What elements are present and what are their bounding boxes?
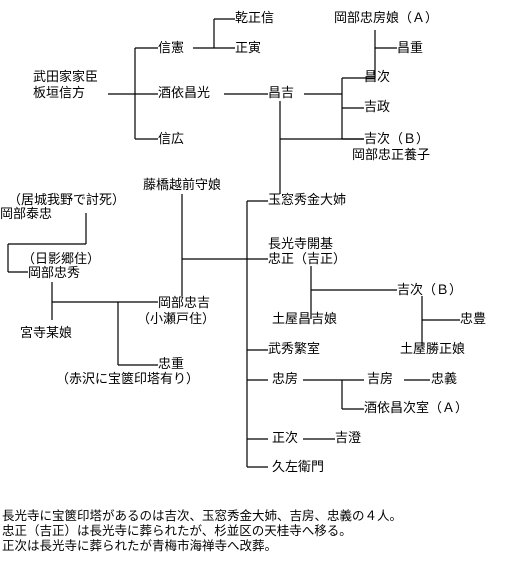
footnote-1: 長光寺に宝篋印塔があるのは吉次、玉窓秀金大姉、吉房、忠義の４人。 — [2, 508, 403, 523]
person-tsuchiya-masayoshi-daughter: 土屋昌吉娘 — [272, 312, 338, 327]
note-died-at-kinuno: （居城我野で討死） — [8, 193, 126, 208]
person-okabe-tadahide: 岡部忠秀 — [28, 266, 81, 281]
person-tadatoyo: 忠豊 — [460, 312, 487, 327]
footnote-3: 正次は長光寺に葬られたが青梅市海禅寺へ改葬。 — [2, 538, 278, 553]
person-okabe-yasutada: 岡部泰忠 — [0, 207, 53, 222]
person-takeda-retainer-label: 武田家家臣 — [33, 70, 99, 85]
person-tadafusa: 忠房 — [272, 372, 299, 387]
note-akasawa-pagoda: （赤沢に宝篋印塔有り） — [56, 372, 200, 387]
person-masayoshi: 昌吉 — [268, 86, 295, 101]
person-miyadera-daughter: 宮寺某娘 — [20, 326, 73, 341]
person-kyuzaemon: 久左衛門 — [272, 460, 325, 475]
person-takehide-wife: 武秀繁室 — [268, 342, 321, 357]
person-fujihashi-daughter: 藤橋越前守娘 — [143, 178, 222, 193]
person-okabe-tadafusa-daughter: 岡部忠房娘（Ａ） — [334, 11, 439, 26]
person-sakai-masatsugu-wife: 酒依昌次室（Ａ） — [364, 401, 469, 416]
person-masatsugu-2: 正次 — [272, 431, 299, 446]
note-kose-residence: （小瀬戸住） — [137, 312, 216, 327]
person-yoshitsugu-b-child: 吉次（Ｂ） — [397, 283, 463, 298]
footnote-2: 忠正（吉正）は長光寺に葬られたが、杉並区の天桂寺へ移る。 — [2, 523, 352, 538]
person-yoshimasa: 吉政 — [364, 100, 391, 115]
person-gyokuso-shukin: 玉窓秀金大姉 — [268, 193, 347, 208]
person-nobunori: 信憲 — [158, 41, 185, 56]
person-nobuhiro: 信広 — [158, 132, 185, 147]
person-yoshitsugu-b: 吉次（Ｂ） — [364, 132, 430, 147]
person-tadayoshi: 忠義 — [431, 372, 458, 387]
person-masatsugu: 昌次 — [364, 70, 391, 85]
person-sakai-masamitsu: 酒依昌光 — [158, 86, 211, 101]
person-itagaki-nobukata: 板垣信方 — [33, 86, 86, 101]
person-chokoji-founder-label: 長光寺開基 — [268, 237, 334, 252]
person-yoshifusa: 吉房 — [367, 372, 394, 387]
person-tsuchiya-katsumasa-daughter: 土屋勝正娘 — [400, 342, 466, 357]
person-inui-masanobu: 乾正信 — [235, 11, 275, 26]
person-okabe-tadayoshi: 岡部忠吉 — [158, 296, 211, 311]
person-masatora: 正寅 — [235, 41, 262, 56]
note-hikage-residence: （日影郷住） — [22, 252, 101, 267]
person-tadashige: 忠重 — [158, 357, 185, 372]
person-okabe-tadamasa-adopted: 岡部忠正養子 — [352, 148, 431, 163]
person-masashige: 昌重 — [397, 41, 424, 56]
person-yoshizumi: 吉澄 — [335, 431, 362, 446]
person-tadamasa: 忠正（吉正） — [268, 252, 347, 267]
